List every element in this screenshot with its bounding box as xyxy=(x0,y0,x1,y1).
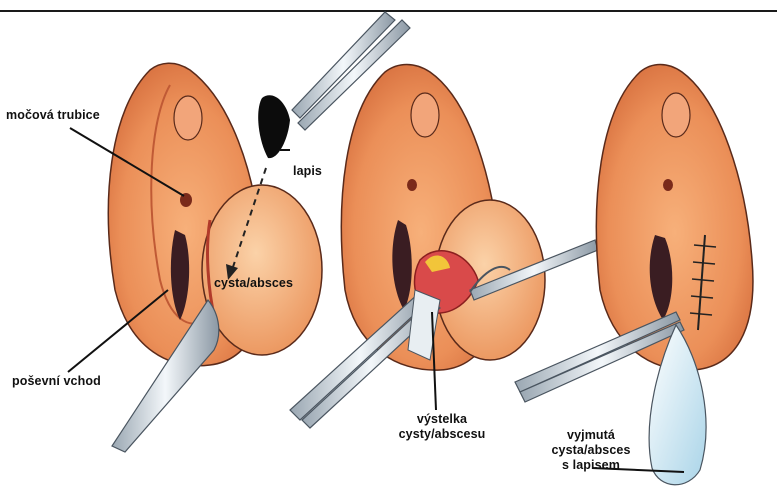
cyst-bulge xyxy=(202,185,322,355)
label-lining-line2: cysty/abscesu xyxy=(392,427,492,442)
label-cyst: cysta/absces xyxy=(214,276,293,291)
label-vaginal-entrance: poševní vchod xyxy=(12,374,101,389)
label-removed-line1: vyjmutá xyxy=(537,428,645,443)
panel-2-vulva xyxy=(341,65,545,371)
panel-1-vulva xyxy=(108,63,322,452)
label-lining-line1: výstelka xyxy=(392,412,492,427)
label-removed-line2: cysta/absces xyxy=(537,443,645,458)
label-removed-cyst: vyjmutá cysta/absces s lapisem xyxy=(537,428,645,473)
lapis-stick-icon xyxy=(258,95,290,158)
label-urethra: močová trubice xyxy=(6,108,100,123)
label-removed-line3: s lapisem xyxy=(537,458,645,473)
label-lapis: lapis xyxy=(293,164,322,179)
label-lining: výstelka cysty/abscesu xyxy=(392,412,492,442)
